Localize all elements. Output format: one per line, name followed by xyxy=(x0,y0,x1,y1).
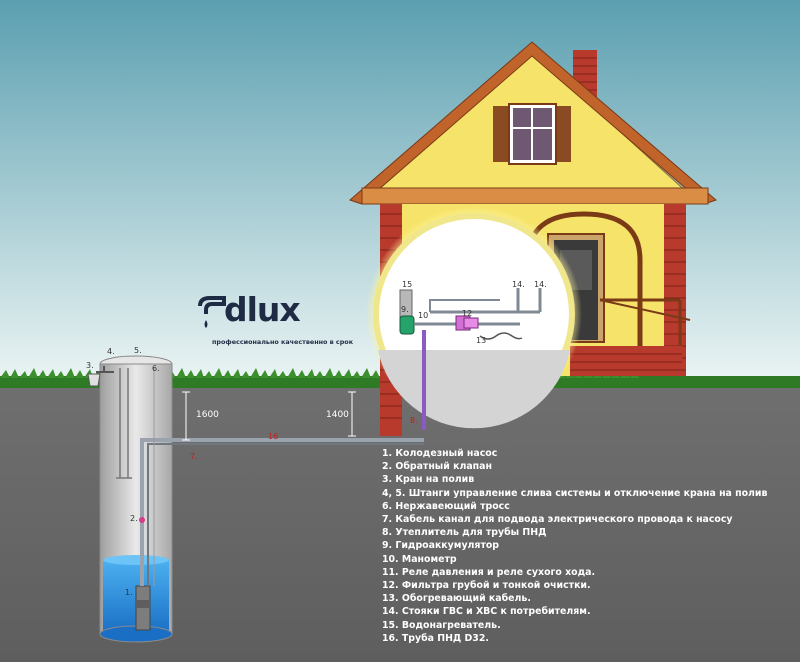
supply-pipe xyxy=(140,438,424,586)
legend-item: 1. Колодезный насос xyxy=(382,448,498,459)
legend-item: 3. Кран на полив xyxy=(382,474,475,486)
company-logo: dlux профессионально качественно в срок xyxy=(198,290,358,356)
depth-label-house: 1400 xyxy=(326,410,349,420)
callout-8: 8. xyxy=(410,416,418,425)
legend-item: 8. Утеплитель для трубы ПНД xyxy=(382,527,547,539)
hydro-accumulator xyxy=(399,315,415,335)
callout-9: 9. xyxy=(401,305,409,314)
logo-wordmark: dlux xyxy=(224,290,301,329)
check-valve xyxy=(139,517,145,523)
legend-item: 9. Гидроаккумулятор xyxy=(382,540,500,552)
callout-3: 3. xyxy=(86,361,94,370)
logo-tap-icon xyxy=(198,296,226,328)
callout-14-cold: 14. xyxy=(534,280,547,289)
legend-item: 16. Труба ПНД D32. xyxy=(382,632,489,644)
legend-item: 2. Обратный клапан xyxy=(382,461,492,473)
garden-tap xyxy=(96,366,114,373)
callout-13: 13 xyxy=(476,336,487,345)
porch-steps xyxy=(570,346,682,376)
legend-item: 6. Нержавеющий тросс xyxy=(382,500,510,512)
legend-item: 7. Кабель канал для подвода электрическо… xyxy=(382,514,733,526)
legend-item: 10. Манометр xyxy=(382,553,457,565)
callout-5: 5. xyxy=(134,346,142,355)
legend-item: 11. Реле давления и реле сухого хода. xyxy=(382,566,596,578)
logo-tagline: профессионально качественно в срок xyxy=(212,338,354,346)
control-rods xyxy=(116,368,132,479)
callout-6: 6. xyxy=(152,364,160,373)
well xyxy=(87,355,424,643)
depth-label-well: 1600 xyxy=(196,410,219,420)
callout-2: 2. xyxy=(130,514,138,523)
attic-window xyxy=(493,103,571,165)
legend-item: 14. Стояки ГВС и ХВС к потребителям. xyxy=(382,606,591,618)
legend-item: 13. Обогревающий кабель. xyxy=(382,593,531,605)
cutaway-circle xyxy=(366,206,582,430)
callout-7: 7. xyxy=(190,452,198,461)
callout-14-hot: 14. xyxy=(512,280,525,289)
dimension-lines xyxy=(182,391,356,441)
callout-16: 16 xyxy=(268,432,279,441)
callout-15: 15 xyxy=(402,280,413,289)
legend-item: 15. Водонагреватель. xyxy=(382,619,501,631)
callout-10: 10 xyxy=(418,311,429,320)
heating-cable xyxy=(479,332,523,340)
legend-item: 4, 5. Штанги управление слива системы и … xyxy=(382,487,768,499)
callout-12: 12 xyxy=(462,309,473,318)
legend-item: 12. Фильтра грубой и тонкой очистки. xyxy=(382,580,591,592)
callout-1: 1. xyxy=(125,588,133,597)
legend-list: 1. Колодезный насос 2. Обратный клапан 3… xyxy=(382,447,782,645)
callout-4: 4. xyxy=(107,347,115,356)
